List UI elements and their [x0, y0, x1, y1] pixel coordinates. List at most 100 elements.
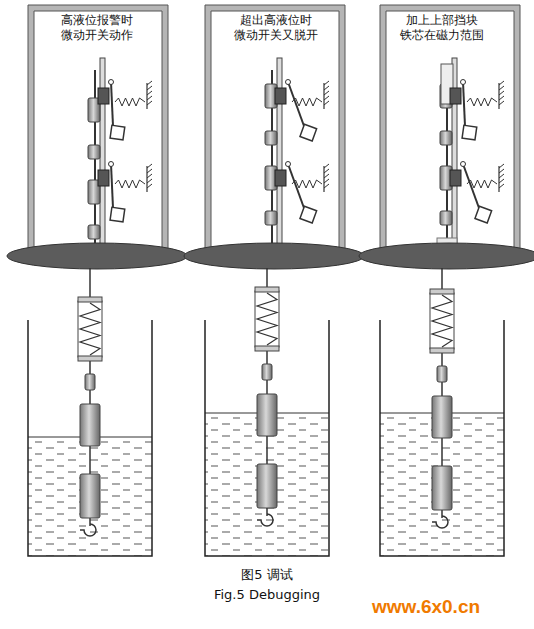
nut	[437, 366, 447, 382]
switch-lever	[463, 82, 465, 126]
float	[432, 396, 452, 438]
iron-core	[440, 211, 452, 225]
hook	[257, 514, 273, 526]
support-frame	[28, 5, 168, 252]
microswitch	[450, 88, 461, 104]
guide-post	[100, 58, 105, 253]
weight-block	[110, 125, 125, 140]
switch-lever	[463, 164, 479, 208]
wall-hatch	[147, 91, 152, 95]
guide-post	[277, 58, 282, 253]
microswitch	[98, 170, 109, 186]
lever-pivot	[286, 162, 291, 167]
microswitch	[275, 170, 286, 186]
wall-hatch	[499, 179, 504, 183]
return-spring	[467, 180, 497, 188]
return-spring	[115, 98, 145, 106]
iron-core	[440, 131, 452, 145]
wall-hatch	[499, 164, 504, 168]
hook	[432, 516, 448, 528]
microswitch	[275, 88, 286, 104]
spring-coil	[257, 293, 277, 345]
iron-core	[88, 225, 100, 239]
base-plate	[184, 243, 364, 269]
wall-hatch	[324, 179, 329, 183]
spring-coil	[80, 303, 100, 355]
wall-hatch	[324, 91, 329, 95]
debug-panel	[359, 5, 534, 556]
wall-hatch	[147, 184, 152, 188]
wall-hatch	[147, 174, 152, 178]
spring-cap	[78, 297, 102, 302]
spring-case	[430, 293, 454, 349]
return-spring	[115, 180, 145, 188]
return-spring	[467, 98, 497, 106]
wall-hatch	[147, 81, 152, 85]
wall-hatch	[499, 169, 504, 173]
wall-hatch	[324, 164, 329, 168]
wall-hatch	[324, 96, 329, 100]
float	[257, 464, 277, 508]
figure-caption-en: Fig.5 Debugging	[180, 586, 354, 604]
wall-hatch	[499, 101, 504, 105]
spring-cap	[430, 348, 454, 353]
support-frame	[380, 5, 520, 252]
debug-panel	[7, 5, 187, 556]
spring-case	[255, 291, 279, 347]
lever-pivot	[109, 162, 114, 167]
lever-pivot	[461, 80, 466, 85]
iron-core	[88, 145, 100, 159]
hook	[80, 524, 96, 536]
spring-cap	[255, 287, 279, 292]
wall-hatch	[324, 169, 329, 173]
watermark: www.6x0.cn	[372, 596, 522, 618]
base-plate	[7, 243, 187, 269]
weight-block	[462, 125, 477, 140]
wall-hatch	[324, 86, 329, 90]
wall-hatch	[147, 86, 152, 90]
wall-hatch	[324, 81, 329, 85]
wall-hatch	[499, 174, 504, 178]
wall-hatch	[499, 184, 504, 188]
float	[432, 466, 452, 510]
float	[257, 394, 277, 436]
panel-heading: 高液位报警时 微动开关动作	[47, 13, 147, 43]
lever-pivot	[109, 80, 114, 85]
lever-pivot	[461, 162, 466, 167]
debug-panel	[184, 5, 364, 556]
wall-hatch	[324, 174, 329, 178]
wall-hatch	[499, 81, 504, 85]
nut	[262, 364, 272, 380]
iron-core	[265, 131, 277, 145]
spring-cap	[78, 356, 102, 361]
weight-block	[300, 124, 317, 141]
switch-lever	[288, 82, 304, 126]
wall-hatch	[499, 96, 504, 100]
wall-hatch	[324, 184, 329, 188]
float	[80, 404, 100, 446]
switch-lever	[111, 82, 113, 126]
support-frame	[205, 5, 345, 252]
spring-cap	[255, 346, 279, 351]
base-plate	[359, 243, 534, 269]
return-spring	[292, 98, 322, 106]
wall-hatch	[147, 169, 152, 173]
microswitch	[98, 88, 109, 104]
wall-hatch	[147, 164, 152, 168]
switch-lever	[288, 164, 304, 208]
switch-lever	[111, 164, 113, 208]
panel-heading: 超出高液位时 微动开关又脱开	[218, 13, 333, 43]
weight-block	[300, 206, 317, 223]
weight-block	[110, 207, 125, 222]
lever-pivot	[286, 80, 291, 85]
weight-block	[475, 206, 492, 223]
figure-caption: 图5 调试	[180, 566, 354, 584]
float	[80, 474, 100, 518]
return-spring	[292, 180, 322, 188]
nut	[85, 374, 95, 390]
wall-hatch	[324, 101, 329, 105]
wall-hatch	[147, 179, 152, 183]
iron-core	[265, 211, 277, 225]
